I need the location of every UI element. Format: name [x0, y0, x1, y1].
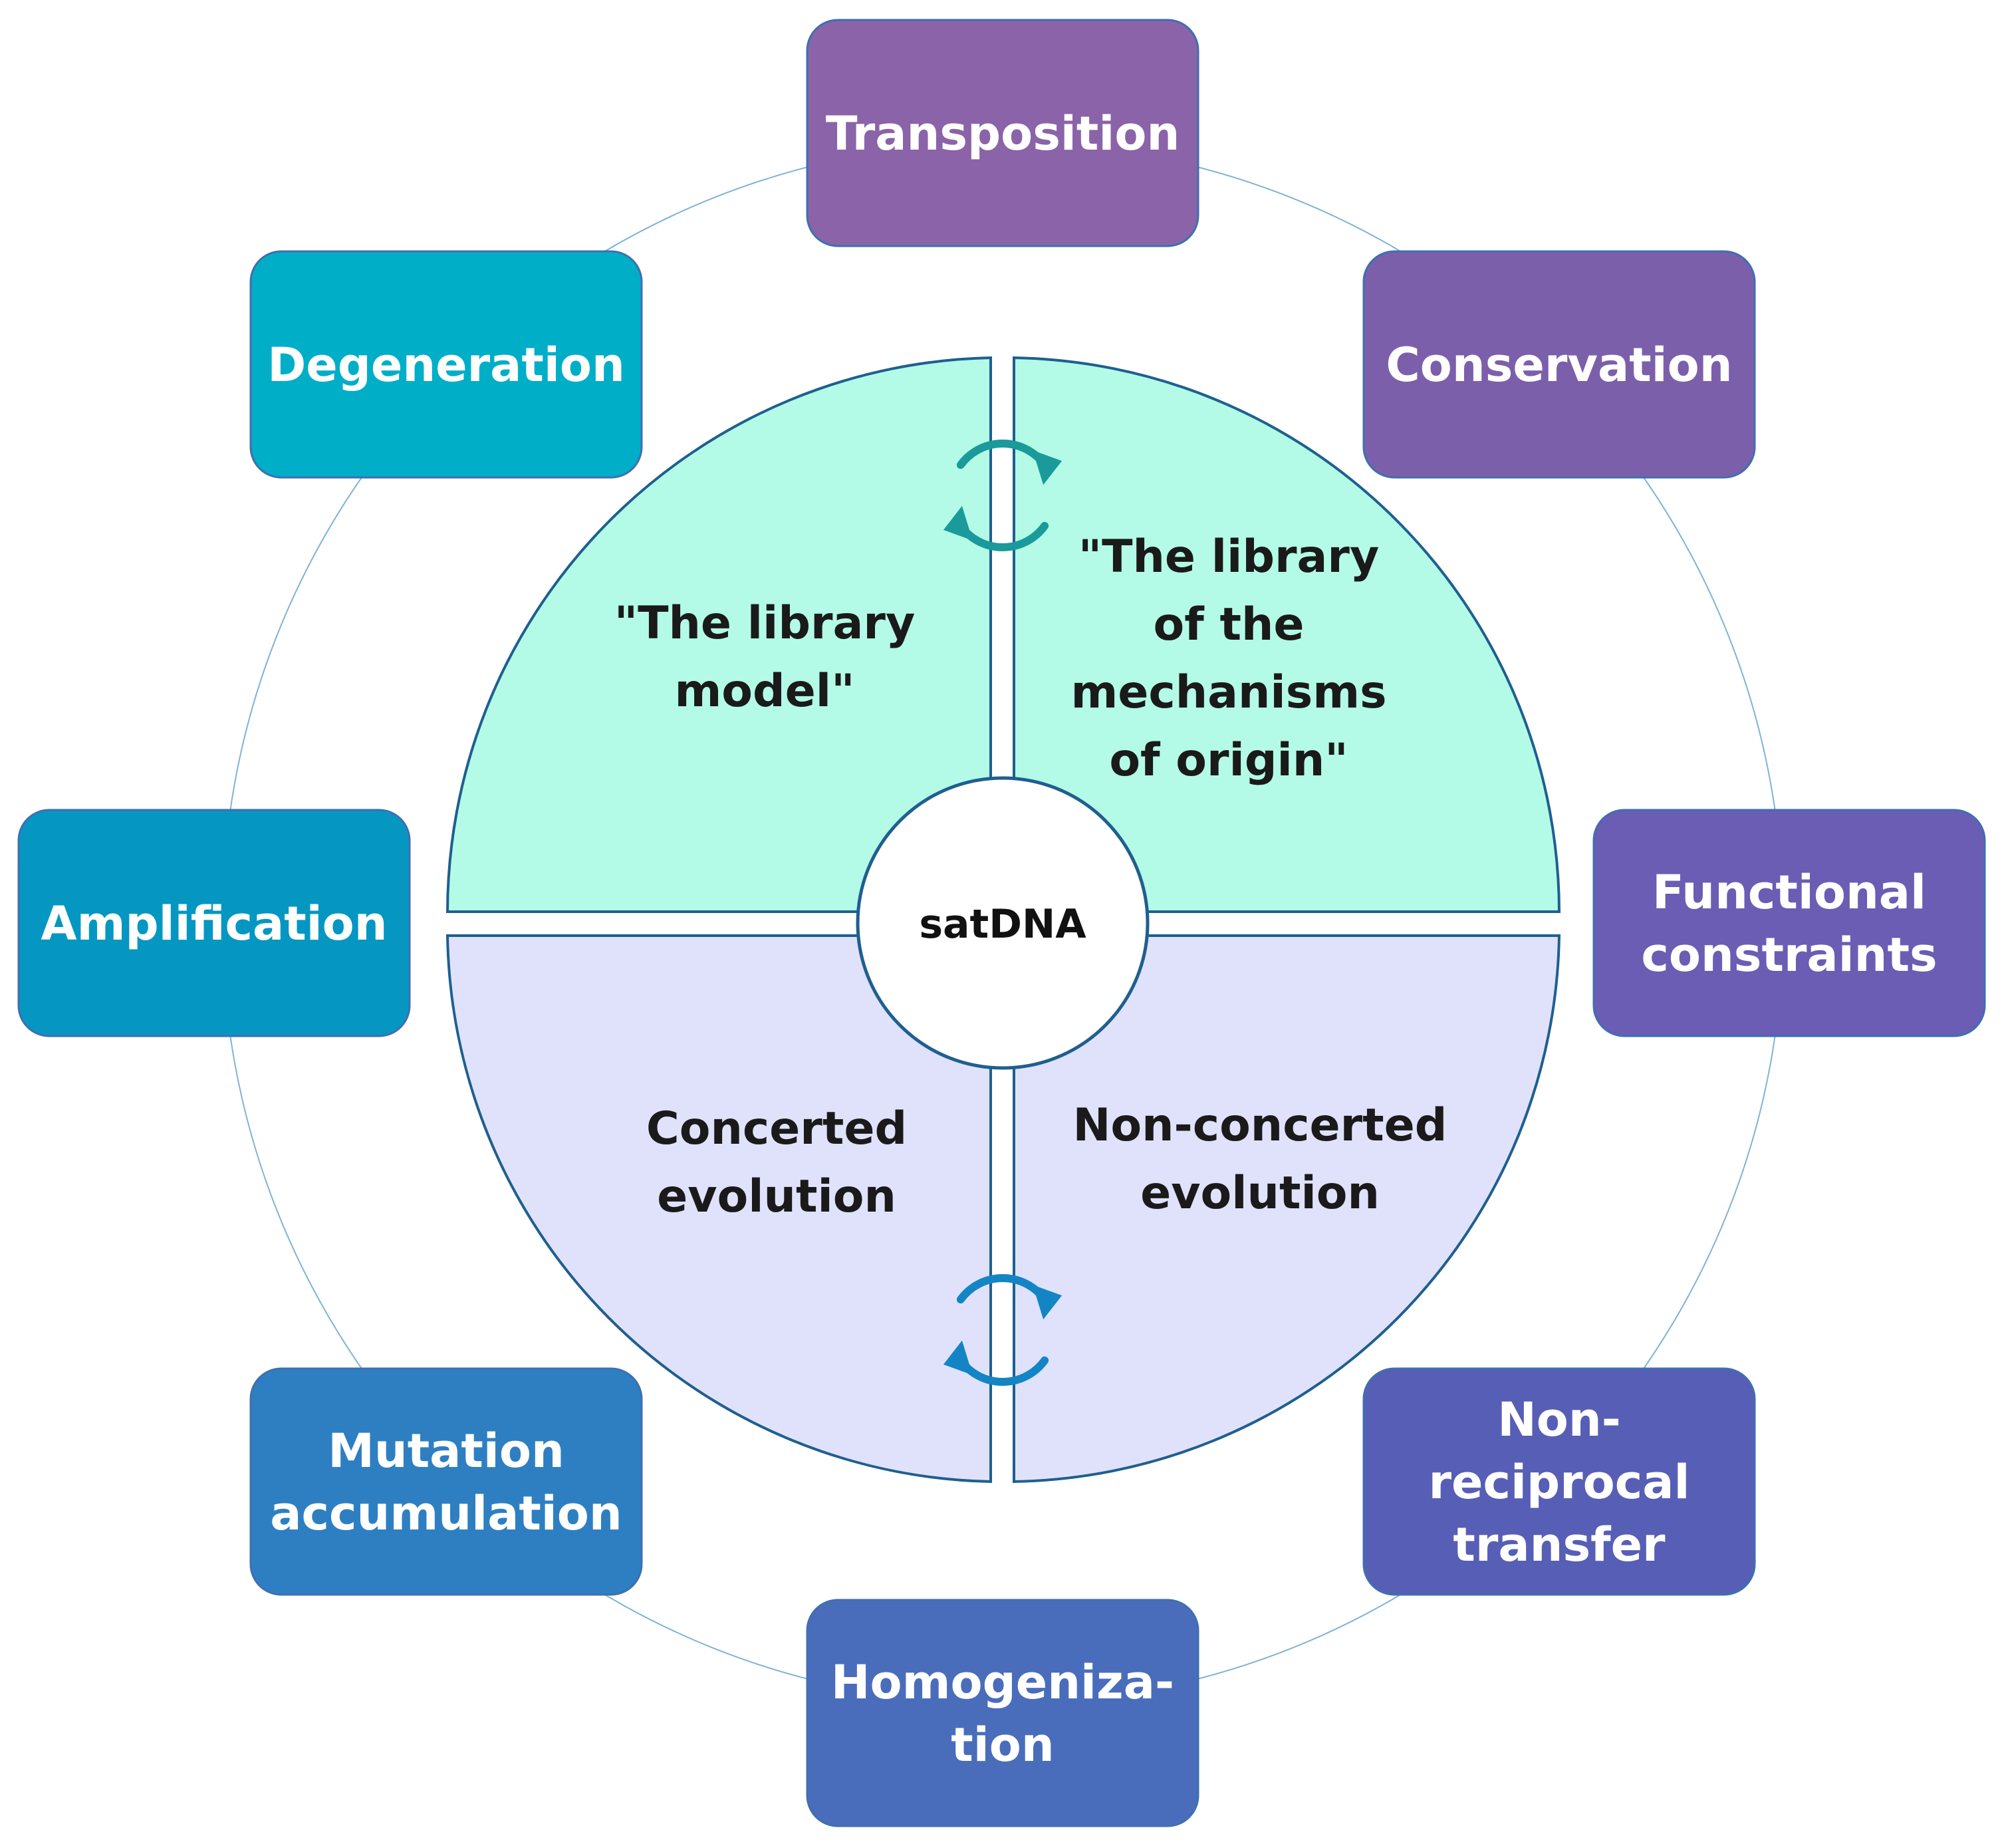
- quadrant-top-left-text: "The library model": [614, 597, 916, 718]
- box-label-line: Amplification: [41, 896, 387, 951]
- box-degeneration: Degeneration: [249, 250, 643, 479]
- cycle-arrowhead: [943, 1340, 973, 1375]
- box-background: [1362, 250, 1756, 479]
- center-label: satDNA: [919, 901, 1086, 948]
- box-background: [17, 809, 411, 1037]
- box-background: [1592, 809, 1986, 1037]
- box-label-line: transfer: [1453, 1518, 1666, 1572]
- box-label-line: Conservation: [1386, 338, 1732, 392]
- quadrant-top-right-text: "The library of the mechanisms of origin": [1070, 531, 1386, 787]
- box-homogenization: Homogeniza-tion: [806, 1599, 1199, 1827]
- box-label-line: Transposition: [826, 106, 1180, 161]
- box-amplification: Amplification: [17, 809, 411, 1037]
- box-label: Non-reciprocal transfer: [1429, 1392, 1690, 1572]
- box-transposition: Transposition: [806, 19, 1199, 247]
- box-label: Degeneration: [267, 338, 625, 392]
- box-background: [249, 250, 643, 479]
- text-line: evolution: [657, 1170, 896, 1223]
- box-mutation-accumulation: Mutation accumulation: [249, 1367, 643, 1596]
- text-line: "The library: [1078, 531, 1380, 583]
- box-background: [806, 19, 1199, 247]
- text-line: Non-concerted: [1073, 1099, 1447, 1152]
- cycle-arrows-icon: [943, 1274, 1063, 1386]
- box-label: Amplification: [41, 896, 387, 951]
- text-line: evolution: [1140, 1167, 1380, 1220]
- quadrants: [445, 356, 1561, 1484]
- box-label-line: Non-: [1497, 1392, 1621, 1447]
- text-line: Concerted: [646, 1103, 907, 1155]
- quadrant-bottom-left-text: Concerted evolution: [646, 1103, 907, 1223]
- quadrant-top-right: [1013, 356, 1561, 913]
- box-label: Homogeniza-tion: [831, 1655, 1174, 1772]
- box-background: [1362, 1367, 1756, 1596]
- box-background: [806, 1599, 1199, 1827]
- box-label-line: constraints: [1641, 928, 1937, 982]
- quadrant-top-left: [445, 356, 992, 913]
- box-label: Mutation accumulation: [270, 1424, 622, 1541]
- cycle-arrowhead: [1033, 1285, 1063, 1320]
- text-line: model": [674, 665, 854, 718]
- box-label-line: Degeneration: [267, 338, 625, 392]
- center-circle: [856, 776, 1150, 1070]
- quadrant-bottom-right: [1013, 934, 1561, 1484]
- box-functional-constraints: Functional constraints: [1592, 809, 1986, 1037]
- box-label: Transposition: [826, 106, 1180, 161]
- text-line: mechanisms: [1070, 666, 1386, 719]
- box-label-line: reciprocal: [1429, 1455, 1690, 1510]
- box-conservation: Conservation: [1362, 250, 1756, 479]
- cycle-arrowhead: [1033, 450, 1063, 485]
- box-label-line: tion: [951, 1718, 1054, 1772]
- box-label-line: Functional: [1652, 865, 1926, 920]
- box-non-reciprocal-transfer: Non-reciprocal transfer: [1362, 1367, 1756, 1596]
- text-line: of origin": [1109, 734, 1348, 787]
- cycle-arrows-icon: [943, 440, 1063, 551]
- text-line: of the: [1153, 598, 1304, 651]
- box-label-line: Homogeniza-: [831, 1655, 1174, 1710]
- box-label-line: accumulation: [270, 1486, 622, 1541]
- box-label: Functional constraints: [1641, 865, 1937, 982]
- cycle-arrowhead: [943, 505, 973, 541]
- box-label-line: Mutation: [328, 1424, 564, 1478]
- box-label: Conservation: [1386, 338, 1732, 392]
- box-background: [249, 1367, 643, 1596]
- quadrant-bottom-left: [445, 934, 992, 1484]
- quadrant-bottom-right-text: Non-concerted evolution: [1073, 1099, 1447, 1220]
- text-line: "The library: [614, 597, 916, 650]
